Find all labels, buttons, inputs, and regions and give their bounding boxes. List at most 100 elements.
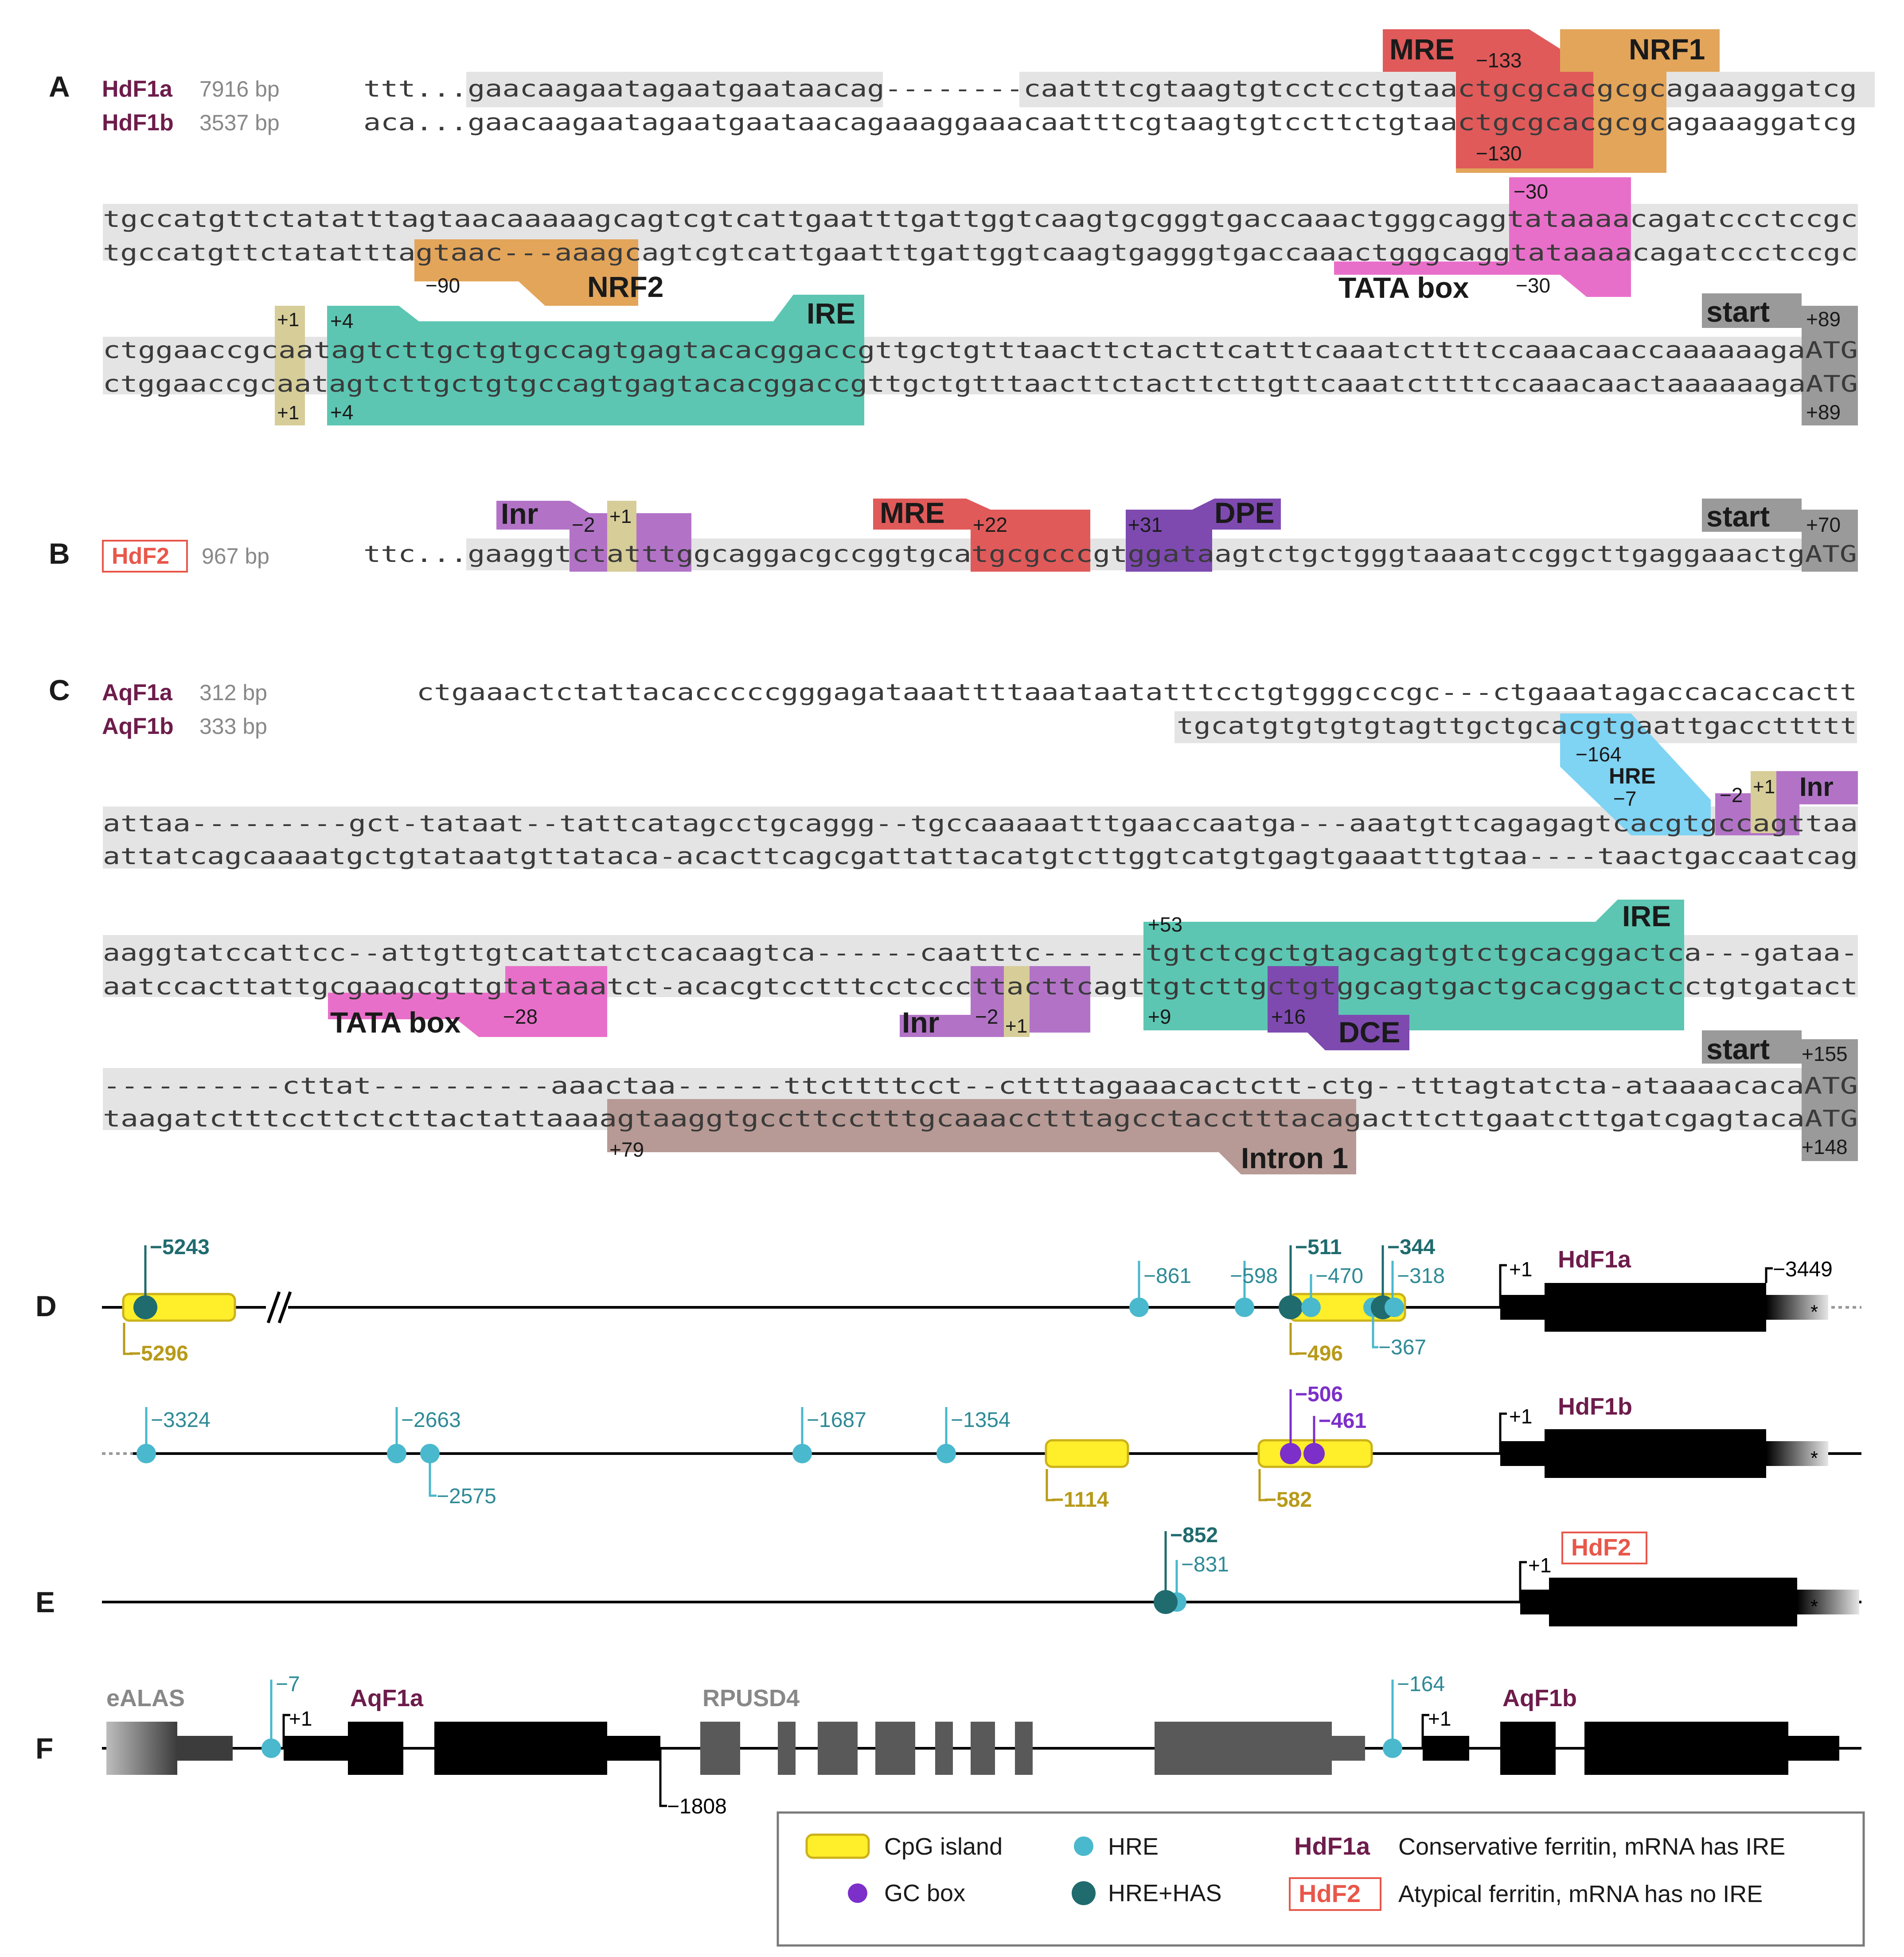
legend-cpg-text: CpG island: [884, 1833, 1003, 1860]
gene-hdf1a-label: HdF1a: [102, 76, 173, 102]
seq-c-row1-aqf1b: tgcatgtgtgtgtagttgctgcacgtgaattgaccttttt: [1177, 713, 1857, 740]
ire-box-a: [327, 295, 864, 425]
seq-a-row3-hdf1a: ctggaaccgcaatagtcttgctgtgccagtgagtacacgg…: [103, 337, 1858, 364]
cpg-leader-hdf1a-1: [123, 1323, 133, 1355]
dpe-label-b: DPE: [1214, 496, 1275, 529]
inr-label-b: Inr: [501, 497, 538, 530]
ire-label-c: IRE: [1622, 900, 1671, 932]
hre-label-1687: −1687: [807, 1408, 866, 1432]
hre-has-dot: [133, 1295, 157, 1319]
seq-c-row3-aqf1b: aatccacttattgcgaagcgttgtataaatct-acacgtc…: [103, 974, 1858, 1000]
hre-has-dot: [1154, 1590, 1178, 1614]
start-box-b: [1702, 499, 1858, 572]
legend-atyp-text: Atypical ferritin, mRNA has no IRE: [1398, 1881, 1763, 1907]
seq-a-row2-hdf1a: tgccatgttctatatttagtaacaaaaagcagtcgtcatt…: [103, 206, 1858, 233]
hre-label-2663: −2663: [401, 1408, 461, 1432]
panel-f-label: F: [35, 1732, 53, 1765]
ire-pos-a-top: +4: [330, 309, 353, 332]
tata-pos-c: −28: [503, 1005, 538, 1028]
tss-label-c-bot: +1: [1005, 1015, 1027, 1037]
rpusd4-label: RPUSD4: [702, 1685, 800, 1711]
dce-label-c: DCE: [1338, 1016, 1400, 1049]
hre-dot: [1301, 1298, 1321, 1317]
cpg-leader-hdf1b-1: [1046, 1469, 1055, 1501]
gene-aqf1a-size: 312 bp: [199, 680, 267, 705]
legend-atyp-gene: HdF2: [1299, 1879, 1361, 1907]
cpg-label-hdf1a-2: −496: [1295, 1342, 1343, 1365]
nrf1-box: [1383, 29, 1720, 173]
gene-aqf1a-label: AqF1a: [102, 680, 173, 706]
ealas-label: eALAS: [106, 1685, 185, 1711]
hre-pos-c-bot: −7: [1613, 787, 1636, 810]
gene-label-hdf2: HdF2: [1571, 1534, 1631, 1561]
start-box-c: [1702, 1030, 1858, 1161]
mre-pos-b: +22: [973, 513, 1007, 536]
start-pos-a-top: +89: [1806, 308, 1841, 331]
tata-box-c: [328, 966, 607, 1037]
intron-pos-c: +79: [609, 1138, 644, 1161]
nrf2-box: [414, 239, 638, 306]
gene-body-aqf1b: [1421, 1714, 1839, 1775]
hre-label-511: −511: [1295, 1236, 1342, 1259]
seq-b-row: ttc...gaaggtctatttggcaggacgccggtgcatgcgc…: [363, 541, 1857, 568]
hre-marks-hdf1b: [145, 1389, 1315, 1497]
tss-label-hdf1a: +1: [1509, 1258, 1532, 1281]
panel-e: E −852 −831 +1 HdF2 *: [35, 1524, 1861, 1626]
ire-label-a: IRE: [807, 297, 855, 330]
gene-body-hdf2: [1519, 1561, 1859, 1626]
stop-mark-hdf1b: *: [1810, 1447, 1818, 1469]
gene-hdf1a-size: 7916 bp: [199, 77, 280, 101]
mre-label-a: MRE: [1389, 33, 1455, 66]
dpe-box-b: [1126, 499, 1281, 572]
tata-label-c: TATA box: [330, 1006, 461, 1039]
hre-box-c: [1560, 713, 1711, 835]
legend: CpG island GC box HRE HRE+HAS HdF1a Cons…: [776, 1811, 1865, 1947]
tata-pos-a-top: −30: [1514, 180, 1548, 203]
mre-pos-a: −133: [1476, 49, 1522, 72]
panel-c: C AqF1a 312 bp AqF1b 333 bp ctgaaactctat…: [49, 674, 1858, 1174]
gene-body-aqf1a: [282, 1714, 667, 1807]
hre-dot: [137, 1444, 156, 1463]
tss-label-aqf1b: +1: [1428, 1707, 1451, 1730]
hre-label-164: −164: [1397, 1672, 1445, 1696]
dce-pos-c: +16: [1271, 1005, 1306, 1028]
hre-label-852: −852: [1170, 1524, 1218, 1547]
gc-label-506: −506: [1295, 1383, 1343, 1406]
hdf2-box-e: [1561, 1532, 1647, 1564]
intron-label-c: Intron 1: [1241, 1142, 1348, 1174]
tss-box-b: [607, 501, 636, 572]
panel-d: D −5296 −496: [35, 1236, 1861, 1512]
seq-a-row3-hdf1b: ctggaaccgcaatagtcttgctgtgccagtgagtacacgg…: [103, 371, 1858, 398]
legend-gc-text: GC box: [884, 1880, 965, 1906]
hre-label-367: −367: [1378, 1336, 1426, 1359]
gene-hdf2-size: 967 bp: [202, 544, 269, 569]
hre-dot: [936, 1444, 956, 1463]
mre-box-b: [873, 499, 1090, 572]
seq-a-row2-hdf1b: tgccatgttctatatttagtaac---aaagcagtcgtcat…: [103, 240, 1858, 266]
gene-aqf1b-label: AqF1b: [102, 713, 174, 739]
hre-dot: [387, 1444, 406, 1463]
nrf1-label: NRF1: [1629, 33, 1705, 66]
hre-dot: [1129, 1298, 1149, 1317]
seq-c-row1-aqf1a: ctgaaactctattacacccccgggagataaattttaaata…: [417, 679, 1857, 706]
hre-label-344: −344: [1387, 1236, 1435, 1259]
tss-label-hdf1b: +1: [1509, 1405, 1532, 1428]
nrf2-label: NRF2: [587, 270, 663, 303]
gene-label-hdf1b: HdF1b: [1558, 1393, 1632, 1420]
inr-box-c-bot: [900, 966, 1090, 1037]
panel-c-label: C: [49, 674, 70, 706]
cpg-label-hdf1b-1: −1114: [1051, 1488, 1109, 1512]
break-mark: [266, 1291, 292, 1324]
seq-a-row1-hdf1b: aca...gaacaagaatagaatgaataacagaaaggaaaca…: [363, 109, 1857, 136]
start-label-c: start: [1706, 1033, 1770, 1065]
seq-c-row4-aqf1b: taagatctttccttctcttactattaaaagtaaggtgcct…: [103, 1106, 1858, 1132]
hre-label-470: −470: [1315, 1264, 1363, 1288]
inr-label-c-top: Inr: [1799, 772, 1834, 802]
gene-body-hdf1b: [1499, 1412, 1828, 1478]
tss-label-b: +1: [609, 506, 632, 527]
legend-cpg-swatch: [805, 1833, 870, 1859]
inr-pos-c-top: −2: [1720, 784, 1743, 807]
hre-pos-c-top: −164: [1576, 743, 1622, 766]
tata-pos-a-bot: −30: [1516, 274, 1550, 297]
hre-dot: [1383, 1739, 1402, 1758]
